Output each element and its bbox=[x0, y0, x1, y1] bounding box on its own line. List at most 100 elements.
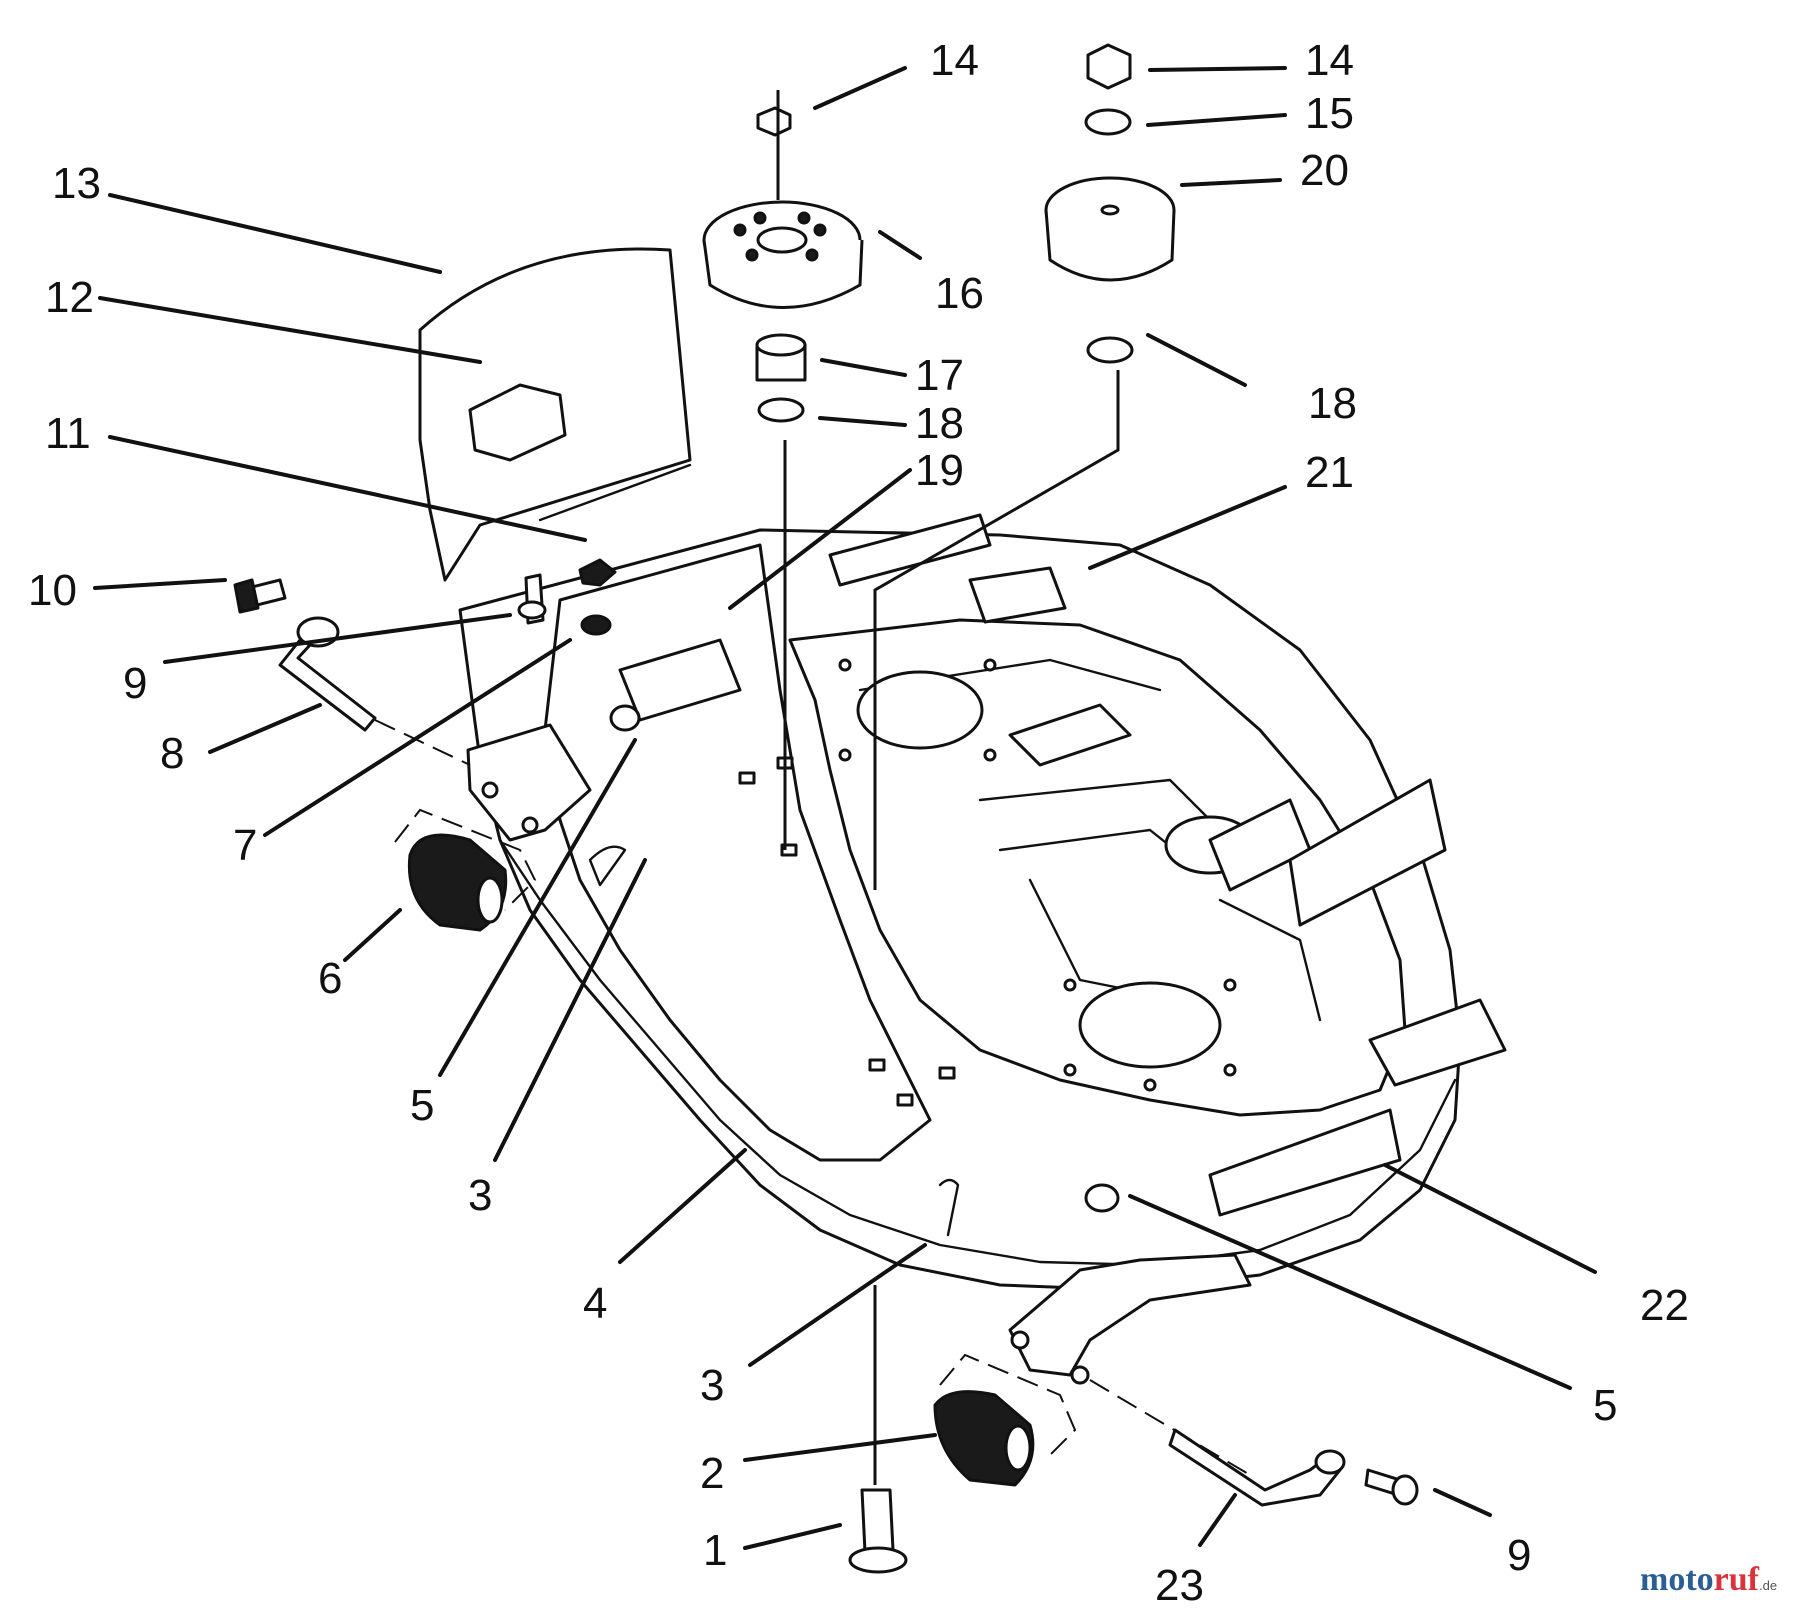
leader-10 bbox=[93, 578, 227, 590]
leader-3a bbox=[493, 858, 647, 1162]
callout-14-left: 14 bbox=[930, 36, 979, 85]
leader-14b bbox=[1148, 66, 1287, 72]
watermark-logo: motoruf.de bbox=[1640, 1561, 1777, 1598]
leader-18b bbox=[1146, 333, 1247, 387]
left-hardware bbox=[233, 558, 641, 932]
callout-1: 1 bbox=[703, 1526, 727, 1575]
deck-rib-4 bbox=[1218, 898, 1322, 1022]
spindle-bolt-holes bbox=[838, 658, 1237, 1092]
decal-21 bbox=[968, 566, 1067, 624]
washer-15 bbox=[1084, 108, 1132, 136]
pin-8-rod bbox=[278, 638, 377, 732]
leader-lines bbox=[93, 66, 1597, 1550]
leader-3b bbox=[748, 1243, 927, 1367]
callout-3-front: 3 bbox=[700, 1361, 724, 1410]
leader-8 bbox=[208, 703, 322, 754]
bolt-1-head bbox=[848, 1546, 908, 1574]
leader-16 bbox=[878, 230, 922, 260]
callout-numbers: 13 12 11 10 9 8 7 6 5 3 4 3 2 1 23 9 5 2… bbox=[28, 36, 1689, 1609]
callout-12: 12 bbox=[45, 273, 94, 322]
roller-bracket-front bbox=[1008, 1253, 1252, 1377]
leader-17 bbox=[820, 358, 907, 377]
leader-15 bbox=[1146, 113, 1287, 127]
leader-18a bbox=[818, 416, 907, 427]
callout-16: 16 bbox=[935, 269, 984, 318]
callout-2: 2 bbox=[700, 1449, 724, 1498]
right-hitch-bracket-rear bbox=[1008, 703, 1132, 767]
pulley-16-body bbox=[702, 239, 864, 309]
watermark-tld: .de bbox=[1759, 1578, 1777, 1593]
front-bracket-hole-b bbox=[1070, 1365, 1090, 1385]
callout-3-left: 3 bbox=[468, 1171, 492, 1220]
leader-22 bbox=[1383, 1163, 1597, 1274]
callout-23: 23 bbox=[1155, 1561, 1204, 1609]
right-pulley-stack bbox=[873, 43, 1176, 890]
callout-15: 15 bbox=[1305, 89, 1354, 138]
leader-7 bbox=[263, 638, 572, 837]
cotter-pin-left bbox=[588, 845, 627, 887]
front-hardware bbox=[848, 1183, 1419, 1574]
leader-14a bbox=[813, 66, 907, 110]
callout-8: 8 bbox=[160, 729, 184, 778]
pin-23-guide bbox=[1089, 1379, 1251, 1476]
guard-decal bbox=[468, 383, 567, 462]
right-axis bbox=[873, 370, 1120, 890]
watermark-moto: moto bbox=[1640, 1561, 1714, 1598]
leader-11 bbox=[108, 435, 587, 542]
spacer-17-top bbox=[755, 333, 807, 357]
front-bracket-hole-a bbox=[1010, 1330, 1030, 1350]
callout-17: 17 bbox=[915, 351, 964, 400]
front-hitch-bracket bbox=[1368, 998, 1507, 1087]
bolt-10-head bbox=[233, 578, 260, 614]
callout-5-right: 5 bbox=[1593, 1381, 1617, 1430]
callout-11: 11 bbox=[45, 409, 91, 458]
callout-18-left: 18 bbox=[915, 399, 964, 448]
callout-6: 6 bbox=[318, 954, 342, 1003]
decal-22 bbox=[1208, 1108, 1402, 1217]
bracket-7-hole-a bbox=[481, 781, 499, 799]
pulley-20-body bbox=[1044, 209, 1176, 282]
washer-18-left bbox=[757, 397, 805, 423]
leader-23 bbox=[1198, 1493, 1237, 1547]
side-link-plate bbox=[1288, 778, 1447, 927]
pin-8-guide bbox=[374, 719, 471, 766]
spindle-hole-front bbox=[1078, 981, 1222, 1069]
watermark-ruf: ruf bbox=[1714, 1561, 1760, 1598]
leader-19 bbox=[728, 468, 912, 610]
nut-5-left bbox=[609, 704, 641, 732]
nut-14-right bbox=[1086, 43, 1132, 90]
callout-4: 4 bbox=[583, 1279, 607, 1328]
deck-rib-1 bbox=[978, 778, 1222, 832]
pulley-16-hub bbox=[756, 226, 808, 254]
leader-12 bbox=[98, 296, 482, 364]
washer-11 bbox=[580, 614, 612, 636]
deck-housing bbox=[458, 513, 1507, 1292]
leader-2 bbox=[743, 1433, 937, 1462]
bracket-7-hole-b bbox=[521, 816, 539, 834]
roller-2-guide bbox=[939, 1353, 1077, 1461]
pulley-16-holes bbox=[733, 211, 827, 262]
rear-hitch-bracket bbox=[828, 513, 992, 587]
leader-6 bbox=[343, 908, 402, 962]
callout-9-left: 9 bbox=[123, 659, 147, 708]
bolt-9-front-head bbox=[1391, 1474, 1419, 1506]
guard-fold bbox=[538, 463, 692, 522]
deck-skirt-edge bbox=[498, 838, 1457, 1267]
leader-9b bbox=[1433, 1488, 1492, 1517]
nut-14-left bbox=[756, 106, 792, 137]
bolt-1 bbox=[860, 1488, 895, 1554]
roller-6-hub bbox=[476, 876, 504, 924]
pulley-20-hub bbox=[1100, 204, 1120, 216]
watermark-text: motoruf.de bbox=[1640, 1561, 1777, 1598]
pin-23-eye bbox=[1314, 1449, 1346, 1475]
cotter-pin-front bbox=[938, 1178, 960, 1237]
callout-5-left: 5 bbox=[410, 1081, 434, 1130]
callout-7: 7 bbox=[233, 821, 257, 870]
callout-18-right: 18 bbox=[1308, 379, 1357, 428]
bolt-9-base bbox=[517, 600, 547, 620]
nut-11 bbox=[578, 558, 617, 587]
belt-guard bbox=[418, 247, 692, 582]
leader-13 bbox=[108, 193, 442, 274]
leader-5b bbox=[1128, 1194, 1572, 1390]
